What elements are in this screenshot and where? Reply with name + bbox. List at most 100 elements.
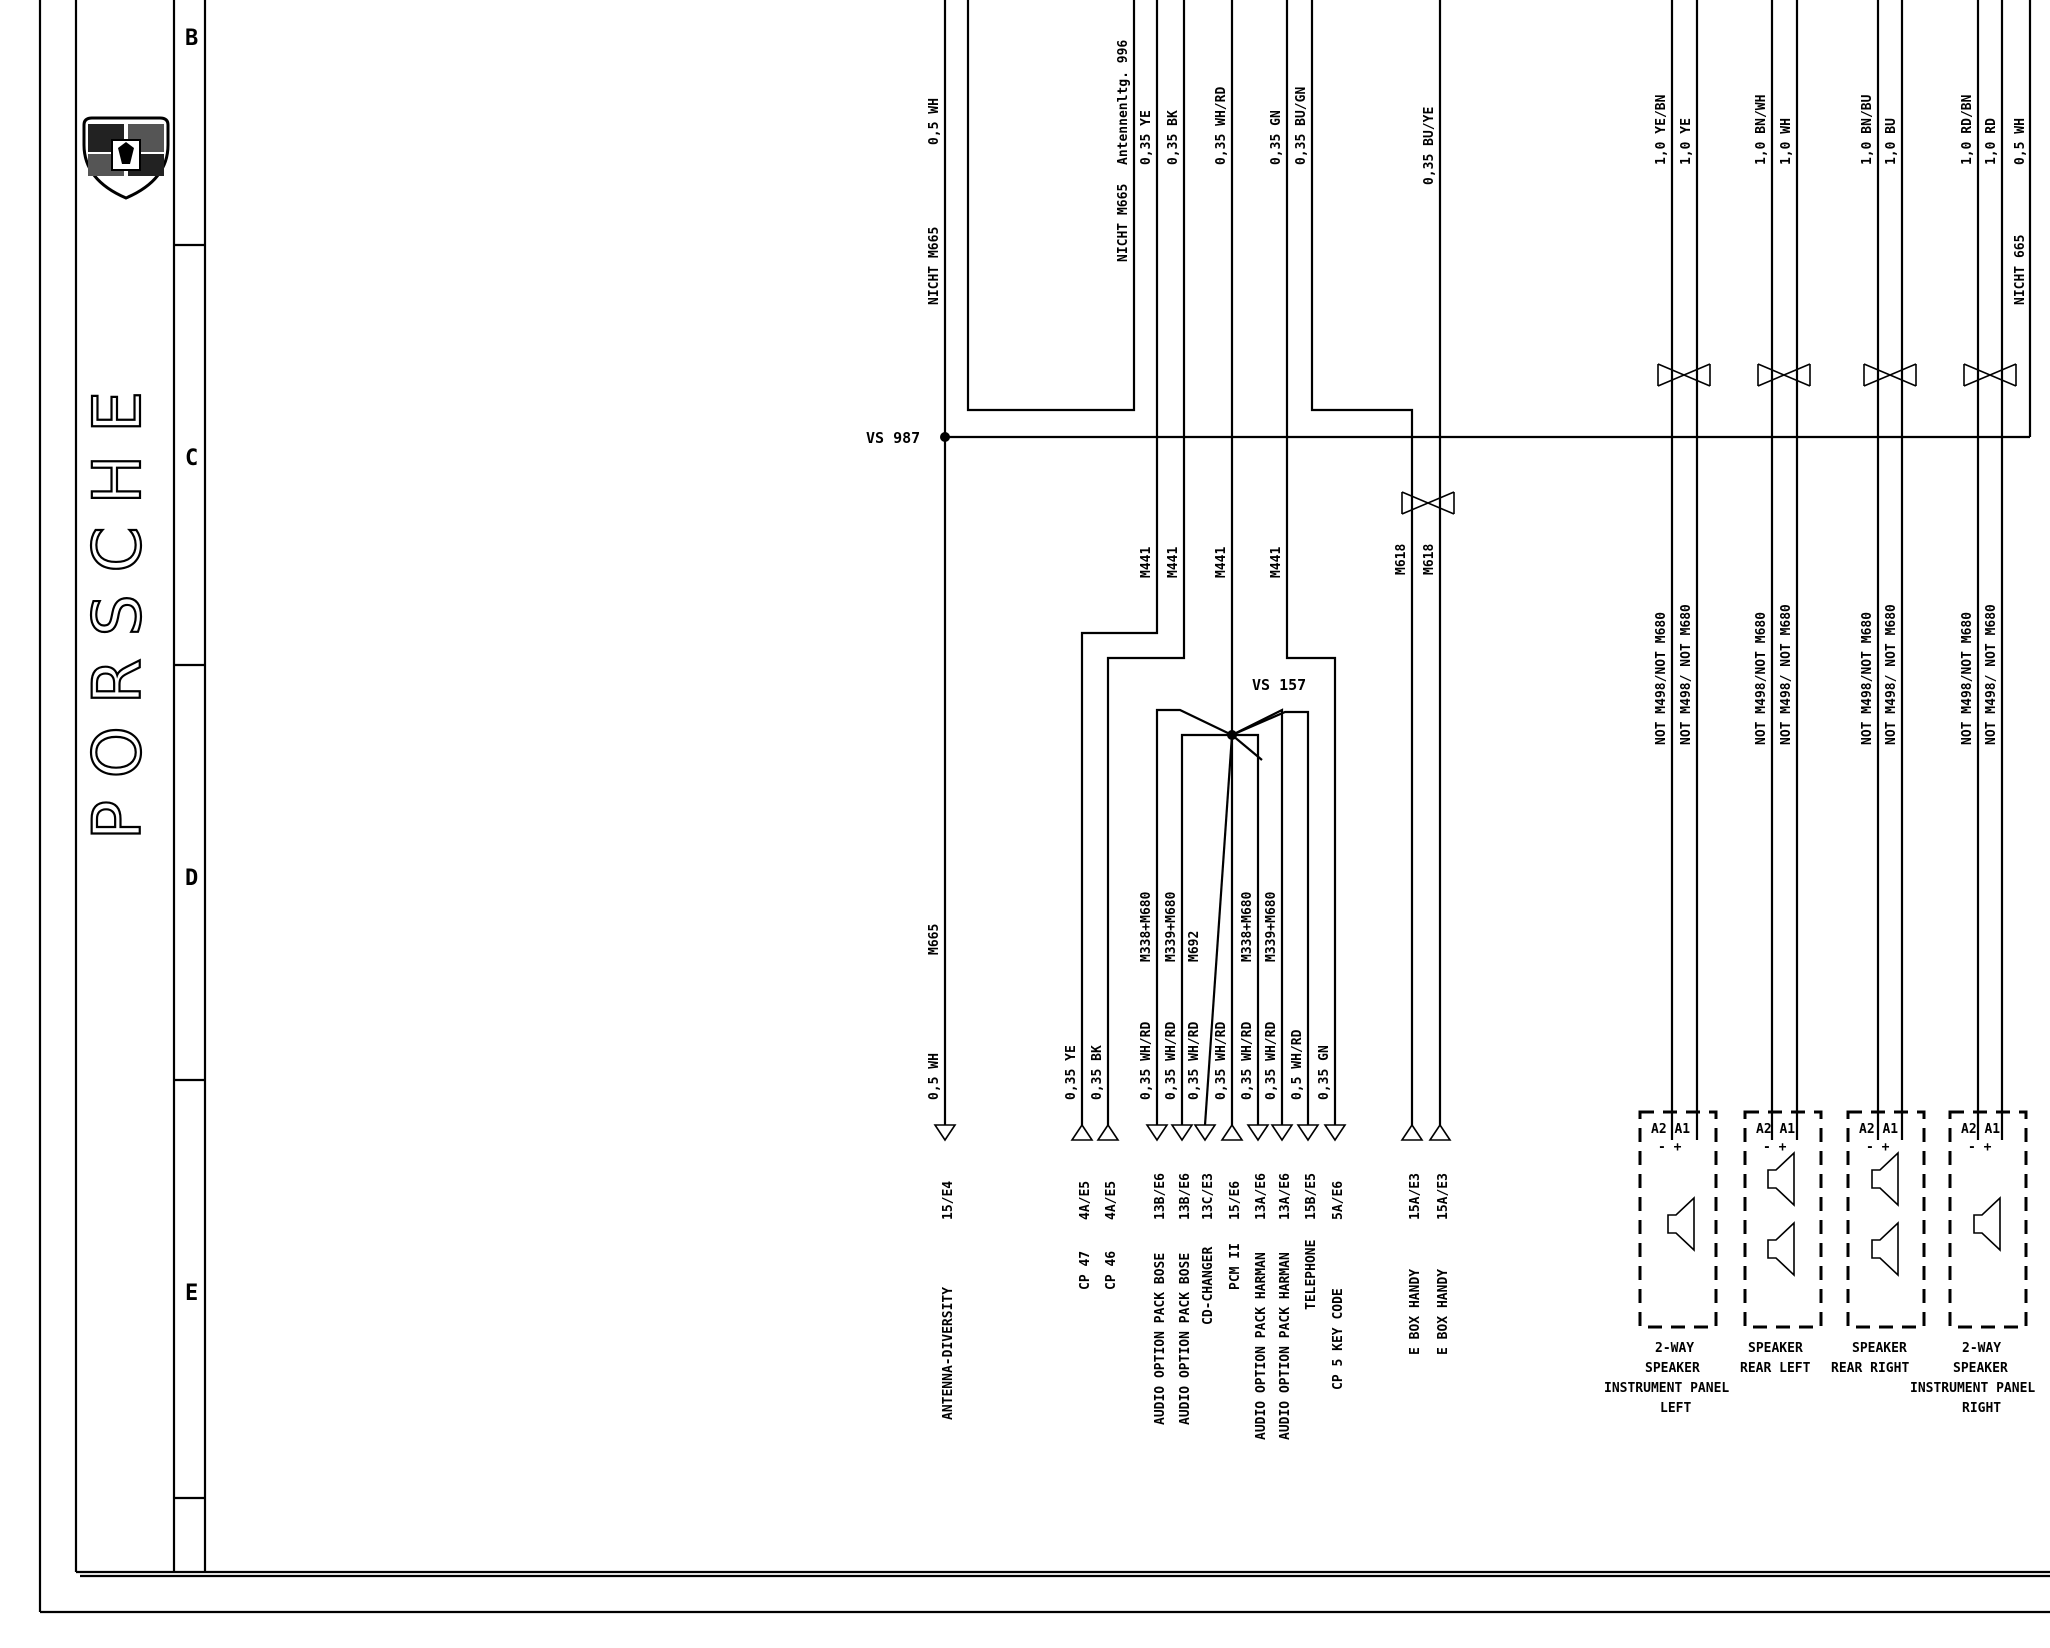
wire-label-spec: 1,0 YE	[1679, 118, 1694, 165]
connector-wire-code: M339+M680	[1164, 891, 1179, 962]
wire-label-spec: 0,5 WH	[2013, 118, 2028, 165]
speaker-name: SPEAKER	[1852, 1341, 1907, 1356]
connector-wire-spec: 0,35 WH/RD	[1240, 1022, 1255, 1100]
vs157-label: VS 157	[1252, 676, 1306, 694]
speaker-name: INSTRUMENT PANEL	[1910, 1381, 2035, 1396]
vs987-label: VS 987	[866, 429, 920, 447]
speaker-pins: A2 A1	[1859, 1122, 1898, 1137]
connector-wire-code: M338+M680	[1240, 891, 1255, 962]
speaker-name: RIGHT	[1962, 1401, 2001, 1416]
connector-wire-spec: 0,35 WH/RD	[1164, 1022, 1179, 1100]
connector-pin: 15/E4	[941, 1181, 956, 1220]
speaker-name: SPEAKER	[1645, 1361, 1700, 1376]
connector-wire-spec: 0,35 BK	[1090, 1045, 1105, 1100]
speaker-name: 2-WAY	[1962, 1341, 2001, 1356]
not-m498-label: NOT M498/ NOT M680	[1884, 604, 1899, 745]
speaker-polarity: - +	[1658, 1140, 1682, 1155]
page-frame	[38, 0, 2050, 1614]
connector-name: E BOX HANDY	[1436, 1269, 1451, 1355]
connector-name: CP 47	[1078, 1251, 1093, 1290]
row-label-d: D	[185, 866, 198, 891]
connector-name: TELEPHONE	[1304, 1240, 1319, 1310]
speaker-name: REAR LEFT	[1740, 1361, 1811, 1376]
connector-names: 15/E4 ANTENNA-DIVERSITY 4A/E5 CP 47 4A/E…	[941, 1173, 1451, 1440]
speaker-name: LEFT	[1660, 1401, 1691, 1416]
speaker-polarity: - +	[1968, 1140, 1992, 1155]
connector-pin: 15A/E3	[1408, 1173, 1423, 1220]
connector-name: CP 46	[1104, 1251, 1119, 1290]
not-m498-label: NOT M498/ NOT M680	[1984, 604, 1999, 745]
speaker-name: INSTRUMENT PANEL	[1604, 1381, 1729, 1396]
row-label-c: C	[185, 446, 198, 471]
connector-name: CP 5 KEY CODE	[1331, 1288, 1346, 1390]
connector-wire-code: M339+M680	[1264, 891, 1279, 962]
connector-pin: 13B/E6	[1178, 1173, 1193, 1220]
speaker-name: SPEAKER	[1748, 1341, 1803, 1356]
m441-label: M441	[1269, 547, 1284, 578]
wire-label-spec: 1,0 RD	[1984, 118, 1999, 165]
connector-pin: 15B/E5	[1304, 1173, 1319, 1220]
connector-wire-spec: 0,35 GN	[1317, 1045, 1332, 1100]
wire-label-spec: 0,35 BK	[1166, 110, 1181, 165]
speaker-labels: A2 A1 - + A2 A1 - + A2 A1 - + A2 A1 - + …	[1604, 1122, 2035, 1416]
m618-label: M618	[1422, 544, 1437, 575]
connector-arrows	[933, 1123, 1452, 1142]
not-m498-label: NOT M498/ NOT M680	[1779, 604, 1794, 745]
wire-label-code: NICHT 665	[2013, 235, 2028, 305]
connector-wire-spec: 0,35 WH/RD	[1264, 1022, 1279, 1100]
wire-label-code: NICHT M665	[927, 227, 942, 305]
wires	[940, 0, 2032, 1140]
wire-label-spec: Antennenltg. 996	[1116, 40, 1131, 165]
connector-wire-spec: 0,35 YE	[1064, 1045, 1079, 1100]
speaker-pins: A2 A1	[1756, 1122, 1795, 1137]
wire-label-spec: 0,35 BU/GN	[1294, 87, 1309, 165]
connector-pin: 4A/E5	[1104, 1181, 1119, 1220]
wire-label-spec: 1,0 WH	[1779, 118, 1794, 165]
speaker-name: REAR RIGHT	[1831, 1361, 1909, 1376]
connector-pin: 15A/E3	[1436, 1173, 1451, 1220]
speaker-pins: A2 A1	[1961, 1122, 2000, 1137]
connector-wire-code: M692	[1187, 931, 1202, 962]
connector-name: AUDIO OPTION PACK BOSE	[1178, 1253, 1193, 1425]
connector-pin: 13B/E6	[1153, 1173, 1168, 1220]
speaker-polarity: - +	[1763, 1140, 1787, 1155]
connector-pin: 4A/E5	[1078, 1181, 1093, 1220]
connector-name: ANTENNA-DIVERSITY	[941, 1287, 956, 1420]
not-m498-label: NOT M498/NOT M680	[1860, 612, 1875, 745]
wire-label-spec: 0,5 WH	[927, 98, 942, 145]
wire-label-spec: 0,35 BU/YE	[1422, 107, 1437, 185]
not-m498-label: NOT M498/NOT M680	[1960, 612, 1975, 745]
wire-label-spec: 0,35 YE	[1139, 110, 1154, 165]
row-label-b: B	[185, 26, 198, 51]
connector-pin: 13C/E3	[1201, 1173, 1216, 1220]
wire-label-spec: 1,0 BN/BU	[1860, 94, 1875, 165]
connector-pin: 5A/E6	[1331, 1181, 1346, 1220]
speaker-pins: A2 A1	[1651, 1122, 1690, 1137]
connector-name: AUDIO OPTION PACK HARMAN	[1254, 1252, 1269, 1440]
not-m498-label: NOT M498/NOT M680	[1654, 612, 1669, 745]
row-label-e: E	[185, 1281, 198, 1306]
wire-label-spec: 1,0 YE/BN	[1654, 94, 1669, 165]
wire-label-spec: 1,0 RD/BN	[1960, 94, 1975, 165]
not-m498-label: NOT M498/NOT M680	[1754, 612, 1769, 745]
connector-name: PCM II	[1228, 1243, 1243, 1290]
connector-wire-spec: 0,35 WH/RD	[1187, 1022, 1202, 1100]
connector-pin: 13A/E6	[1254, 1173, 1269, 1220]
speaker-wire-labels: 1,0 YE/BN 1,0 YE 1,0 BN/WH 1,0 WH 1,0 BN…	[1654, 94, 2028, 305]
m618-label: M618	[1394, 544, 1409, 575]
speaker-name: 2-WAY	[1655, 1341, 1694, 1356]
option-code-labels: M441 M441 M441 M441 M618 M618 NOT M498/N…	[1139, 544, 1999, 745]
connector-wire-labels: M665 0,5 WH 0,35 YE 0,35 BK 0,35 WH/RD M…	[927, 891, 1332, 1100]
vs157-splice-dot	[1227, 730, 1237, 740]
porsche-wordmark: PORSCHE	[79, 369, 156, 840]
connector-wire-code: M665	[927, 924, 942, 955]
splice-labels: VS 987 VS 157	[866, 429, 1306, 694]
connector-wire-spec: 0,5 WH	[927, 1053, 942, 1100]
wire-label-spec: 0,35 GN	[1269, 110, 1284, 165]
wire-label-spec: 0,35 WH/RD	[1214, 87, 1229, 165]
speaker-polarity: - +	[1866, 1140, 1890, 1155]
top-wire-labels: NICHT M665 0,5 WH NICHT M665 Antennenltg…	[927, 40, 1437, 305]
connector-wire-spec: 0,5 WH/RD	[1290, 1029, 1305, 1100]
speaker-boxes	[1638, 1110, 2028, 1329]
